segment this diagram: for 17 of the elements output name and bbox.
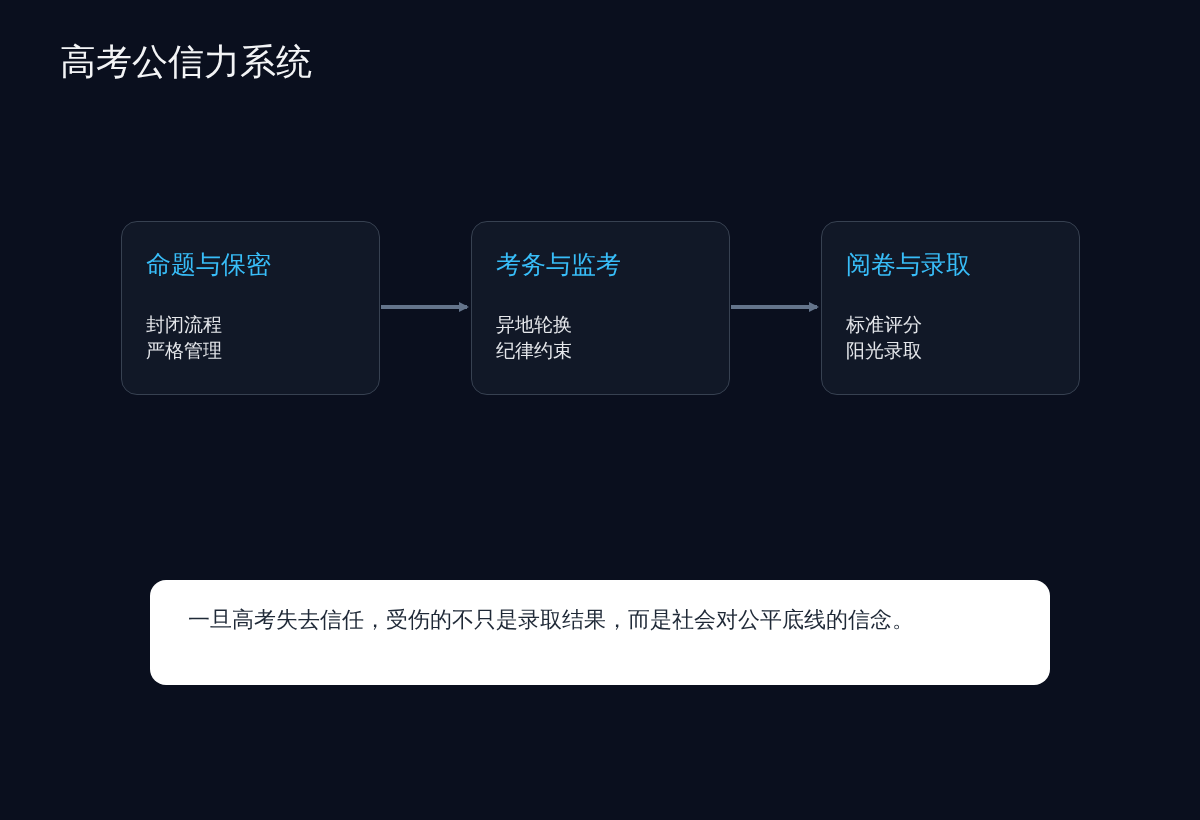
step-item: 封闭流程 xyxy=(146,312,222,337)
title: 高考公信力系统 xyxy=(60,40,312,84)
arrow xyxy=(381,302,469,312)
arrow xyxy=(731,302,819,312)
step-box xyxy=(121,221,380,395)
step-item: 异地轮换 xyxy=(496,312,572,337)
note-text: 一旦高考失去信任，受伤的不只是录取结果，而是社会对公平底线的信念。 xyxy=(188,606,915,634)
step-item: 纪律约束 xyxy=(496,338,572,363)
step-heading: 考务与监考 xyxy=(496,249,621,281)
step-box xyxy=(471,221,730,395)
step-item: 阳光录取 xyxy=(846,338,922,363)
step-heading: 阅卷与录取 xyxy=(846,249,971,281)
note-box xyxy=(150,580,1050,685)
step-item: 标准评分 xyxy=(846,312,922,337)
step-item: 严格管理 xyxy=(146,338,222,363)
step-box xyxy=(821,221,1080,395)
step-heading: 命题与保密 xyxy=(146,249,271,281)
